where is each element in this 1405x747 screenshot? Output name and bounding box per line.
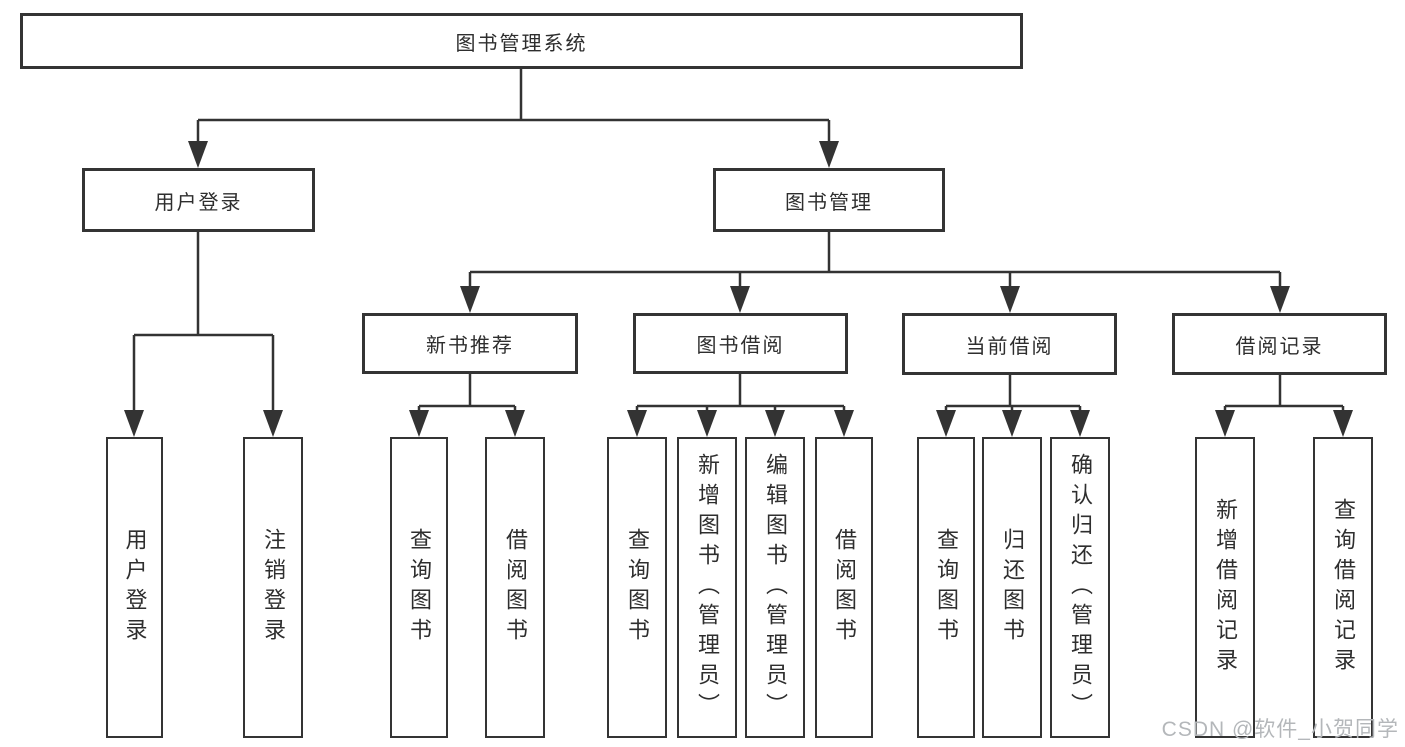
leaf-query-books-borrow: 查询图书 xyxy=(607,437,667,738)
leaf-user-login: 用户登录 xyxy=(106,437,163,738)
node-user-login: 用户登录 xyxy=(82,168,315,232)
leaf-query-borrow-record: 查询借阅记录 xyxy=(1313,437,1373,738)
node-current-borrowing: 当前借阅 xyxy=(902,313,1117,375)
leaf-logout: 注销登录 xyxy=(243,437,303,738)
leaf-query-books-current: 查询图书 xyxy=(917,437,975,738)
leaf-query-books-recommend: 查询图书 xyxy=(390,437,448,738)
leaf-borrow-books: 借阅图书 xyxy=(815,437,873,738)
leaf-add-borrow-record: 新增借阅记录 xyxy=(1195,437,1255,738)
node-new-book-recommendation: 新书推荐 xyxy=(362,313,578,374)
node-book-borrowing: 图书借阅 xyxy=(633,313,848,374)
leaf-confirm-return-admin: 确认归还（管理员） xyxy=(1050,437,1110,738)
node-root: 图书管理系统 xyxy=(20,13,1023,69)
leaf-edit-book-admin: 编辑图书（管理员） xyxy=(745,437,805,738)
leaf-return-book: 归还图书 xyxy=(982,437,1042,738)
watermark: CSDN @软件_小贺同学 xyxy=(1161,718,1399,741)
node-book-management: 图书管理 xyxy=(713,168,945,232)
leaf-add-book-admin: 新增图书（管理员） xyxy=(677,437,737,738)
node-borrowing-records: 借阅记录 xyxy=(1172,313,1387,375)
leaf-borrow-books-recommend: 借阅图书 xyxy=(485,437,545,738)
